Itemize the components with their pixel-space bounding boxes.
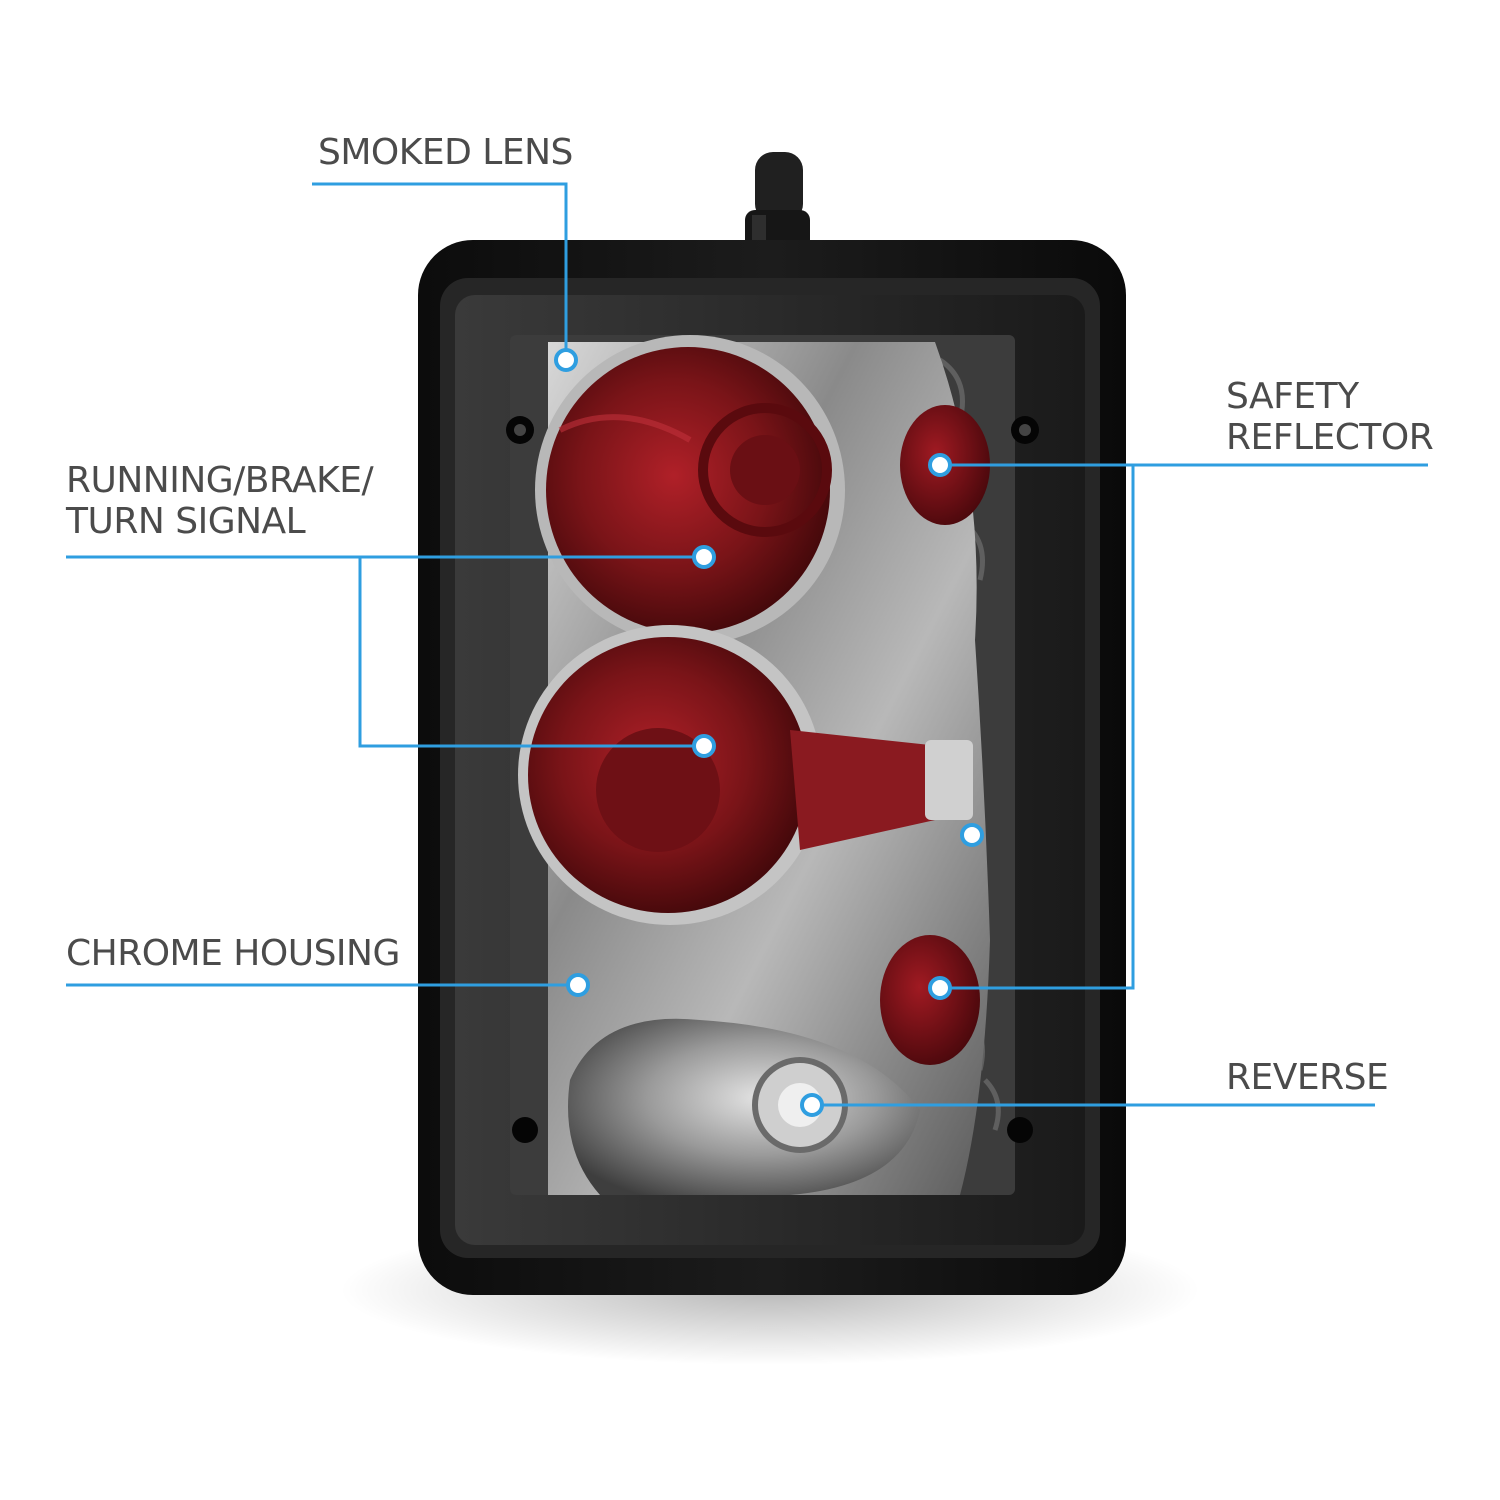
running-brake-turn-label-line2: TURN SIGNAL bbox=[66, 501, 306, 542]
mounting-holes bbox=[506, 416, 1039, 1143]
marker-dot bbox=[554, 348, 578, 372]
marker-dot bbox=[960, 823, 984, 847]
smoked-lens-label: SMOKED LENS bbox=[318, 132, 573, 173]
reverse-label: REVERSE bbox=[1226, 1057, 1389, 1098]
marker-dot bbox=[692, 734, 716, 758]
upper-red-lens bbox=[535, 335, 845, 645]
chrome-housing-label: CHROME HOUSING bbox=[66, 933, 400, 974]
marker-dot bbox=[928, 453, 952, 477]
smoked-lens-leader bbox=[312, 182, 568, 360]
marker-dot bbox=[566, 973, 590, 997]
running-brake-turn-label-line1: RUNNING/BRAKE/ bbox=[66, 460, 374, 501]
lower-red-lens bbox=[518, 625, 973, 925]
safety-reflector-branch bbox=[940, 465, 1135, 990]
safety-reflector-label-line1: SAFETY bbox=[1226, 376, 1359, 417]
marker-dot bbox=[928, 976, 952, 1000]
lower-safety-reflector bbox=[880, 935, 980, 1065]
safety-reflector-label-line2: REFLECTOR bbox=[1226, 417, 1434, 458]
marker-dot bbox=[800, 1093, 824, 1117]
running-brake-turn-branch bbox=[358, 557, 704, 748]
marker-dot bbox=[692, 545, 716, 569]
